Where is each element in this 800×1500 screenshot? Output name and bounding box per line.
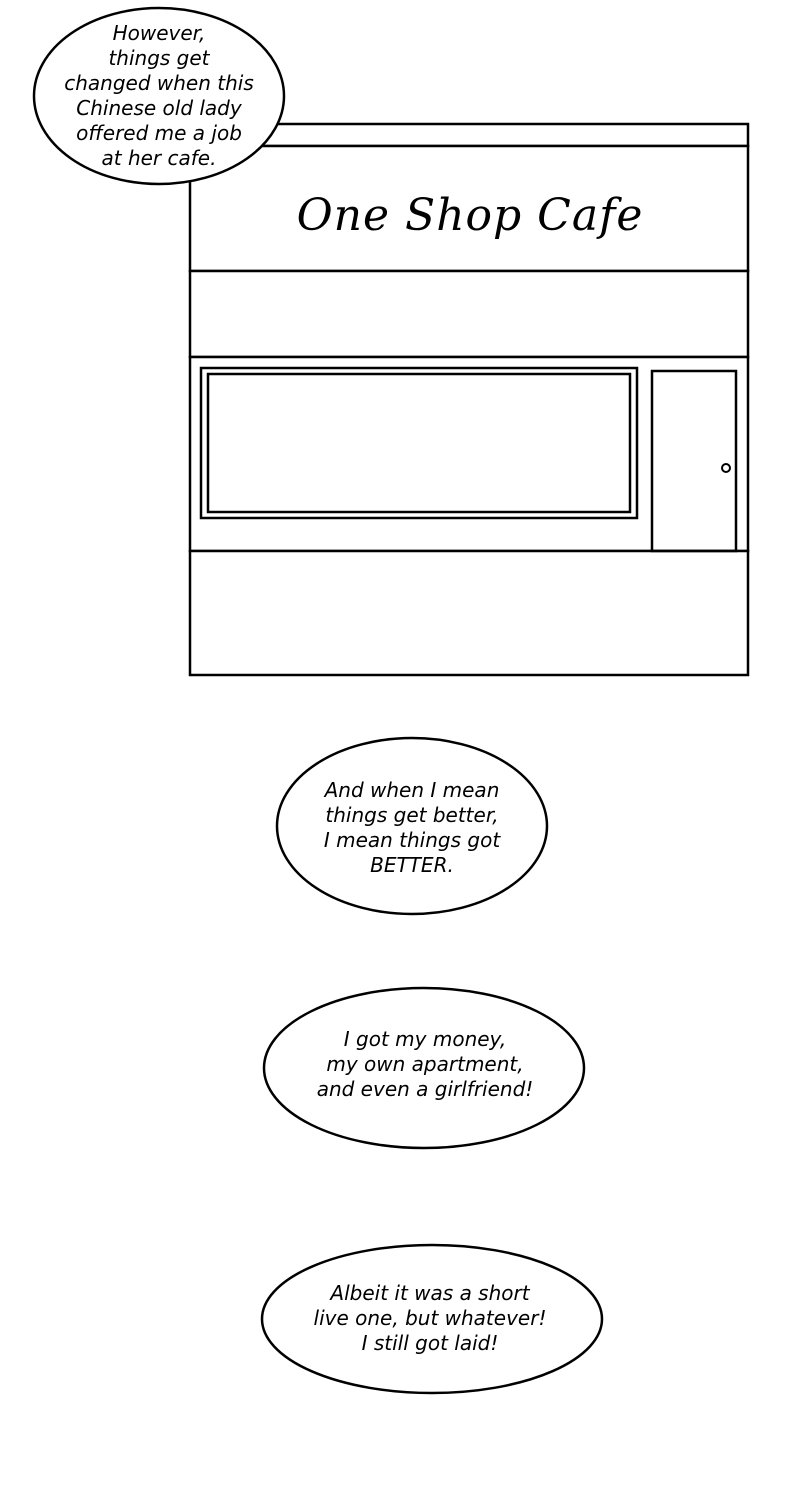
speech-bubble-3 <box>262 986 586 1150</box>
storefront <box>188 355 750 553</box>
speech-bubble-2-text: And when I mean things get better, I mea… <box>323 778 501 877</box>
shop-window-pane <box>206 372 632 514</box>
speech-bubble-2 <box>275 736 549 916</box>
speech-bubble-3-text: I got my money, my own apartment, and ev… <box>316 1026 534 1101</box>
speech-bubble-1-text: However, things get changed when this Ch… <box>64 21 254 170</box>
shop-window-frame <box>199 366 639 520</box>
door-knob-icon <box>721 463 731 473</box>
shop-door <box>650 369 738 553</box>
speech-bubble-4 <box>260 1243 604 1395</box>
cafe-building <box>188 122 750 677</box>
building-base <box>188 549 750 677</box>
speech-bubble-1 <box>32 6 286 186</box>
speech-bubble-4-text: Albeit it was a short live one, but what… <box>313 1280 547 1355</box>
cafe-sign-text: One Shop Cafe <box>296 189 644 241</box>
upper-wall <box>188 269 750 359</box>
